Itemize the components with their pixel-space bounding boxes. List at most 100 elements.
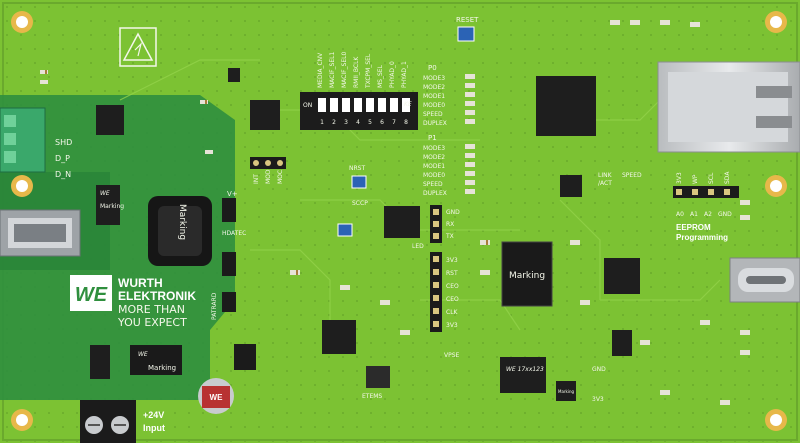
dip-on-label: ON [303, 102, 312, 109]
usb-terminal-block [0, 107, 46, 173]
gnd-label: GND [592, 366, 606, 373]
eeprom-pin-sda: SDA [724, 171, 731, 184]
we-logo-icon: WE [75, 284, 108, 306]
power-inductor [148, 196, 212, 266]
svg-text:WE 17xx123: WE 17xx123 [506, 366, 544, 373]
dip-num-5: 5 [368, 119, 372, 126]
pwm-header[interactable] [250, 157, 286, 169]
power-input-label: Input [143, 423, 165, 433]
eeprom-title: EEPROM [676, 223, 711, 232]
dip-num-8: 8 [404, 119, 408, 126]
eeprom-pin-wp: WP [692, 174, 699, 184]
inductor-l11 [234, 344, 256, 370]
uart-header[interactable] [430, 205, 442, 243]
transformer-center [501, 241, 553, 307]
ic-u7 [322, 320, 356, 354]
uart-rx-label: RX [446, 221, 454, 228]
pwm-moc: MOC [277, 170, 284, 184]
dip-label-7: PHYAD_0 [389, 61, 396, 88]
dip-label-1: MEDIA_CNV [317, 52, 324, 88]
jumper-group[interactable] [222, 198, 236, 312]
eeprom-subtitle: Programming [676, 233, 728, 242]
rj45-jack[interactable] [657, 61, 800, 153]
reset-button[interactable] [457, 26, 475, 42]
dip-num-3: 3 [344, 119, 348, 126]
usb-label-dn: D_N [55, 170, 71, 179]
p1-mode2: MODE2 [423, 154, 445, 161]
usb-label-dp: D_P [55, 154, 70, 163]
uart-gnd-label: GND [446, 209, 460, 216]
eeprom-header[interactable] [673, 186, 739, 198]
esd-warning-icon [119, 27, 157, 67]
p0-mode1: MODE1 [423, 93, 445, 100]
eeprom-pin-scl: SCL [708, 172, 715, 184]
power-terminal-block [80, 400, 136, 443]
inductor-marking: Marking [177, 204, 187, 240]
dip-num-6: 6 [380, 119, 384, 126]
p0-title: P0 [428, 64, 437, 72]
p0-mode3: MODE3 [423, 75, 445, 82]
power-input-voltage: +24V [143, 410, 164, 420]
p0-mode0: MODE0 [423, 102, 445, 109]
dip-label-5: TXCPM_SEL [365, 53, 372, 89]
svg-text:WE: WE [100, 190, 110, 197]
eeprom-addr-gnd: GND [718, 211, 732, 218]
transformer-bottom: WE Marking [130, 345, 182, 375]
p1-speed: SPEED [423, 181, 443, 188]
p0-duplex: DUPLEX [423, 120, 447, 127]
3v3-label: 3V3 [592, 396, 604, 403]
we-ic-bottom: WE 17xx123 [500, 357, 546, 393]
brand-name-1: WURTH [118, 276, 163, 290]
dip-label-3: MACIF_SEL0 [341, 51, 348, 88]
led-label: LED [412, 243, 424, 250]
ic-u5 [604, 258, 640, 294]
svg-text:Marking: Marking [558, 389, 575, 394]
jtag-label-6: 3V3 [446, 322, 458, 329]
eeprom-addr-a1: A1 [690, 211, 698, 218]
ic-u2 [96, 185, 120, 225]
p1-mode0: MODE0 [423, 172, 445, 179]
eeprom-addr-a0: A0 [676, 211, 684, 218]
jtag-label-3: CEO [446, 283, 459, 290]
usb-c-connector[interactable] [729, 257, 800, 303]
uart-tx-label: TX [445, 233, 454, 240]
ic-ethernet-switch [536, 76, 596, 136]
p1-mode1: MODE1 [423, 163, 445, 170]
rj45-speed-label: SPEED [622, 172, 642, 179]
dip-label-6: MS_SEL [377, 64, 384, 88]
p1-mode3: MODE3 [423, 145, 445, 152]
ic-regulator [90, 345, 110, 379]
p1-duplex: DUPLEX [423, 190, 447, 197]
dip-label-4: RMII_BCLK [353, 56, 360, 88]
brand-name-2: ELEKTRONIK [118, 289, 196, 303]
ic-u3 [250, 100, 280, 130]
jtag-label-1: 3V3 [446, 257, 458, 264]
jtag-header[interactable] [430, 252, 442, 332]
svg-text:WE: WE [210, 393, 224, 402]
ground-plane [0, 95, 235, 400]
transformer-marking: Marking [509, 271, 545, 281]
dip-num-4: 4 [356, 119, 360, 126]
nrst-button[interactable] [351, 175, 367, 189]
dip-switch[interactable] [300, 92, 418, 130]
svg-text:/ACT: /ACT [598, 180, 612, 187]
usb-b-connector [0, 209, 81, 257]
sccp-label: SCCP [352, 200, 368, 207]
ic-marking-small [556, 381, 576, 401]
reset-label: RESET [456, 16, 479, 24]
eeprom-pin-3v3: 3V3 [676, 172, 683, 184]
dip-label-2: MACIF_SEL1 [329, 51, 336, 88]
p0-speed: SPEED [423, 111, 443, 118]
electrolytic-capacitor: WE [198, 378, 234, 414]
ic-u1 [96, 105, 124, 135]
dip-num-1: 1 [320, 119, 324, 126]
vplus-label: V+ [227, 190, 238, 198]
pwm-mod: MOD [265, 169, 272, 184]
svg-text:WE: WE [138, 351, 148, 358]
user-button[interactable] [337, 223, 353, 237]
ic-mcu [384, 206, 420, 238]
brand-block: WE [70, 275, 112, 311]
p1-title: P1 [428, 134, 437, 142]
jtag-label-2: RST [446, 270, 458, 277]
